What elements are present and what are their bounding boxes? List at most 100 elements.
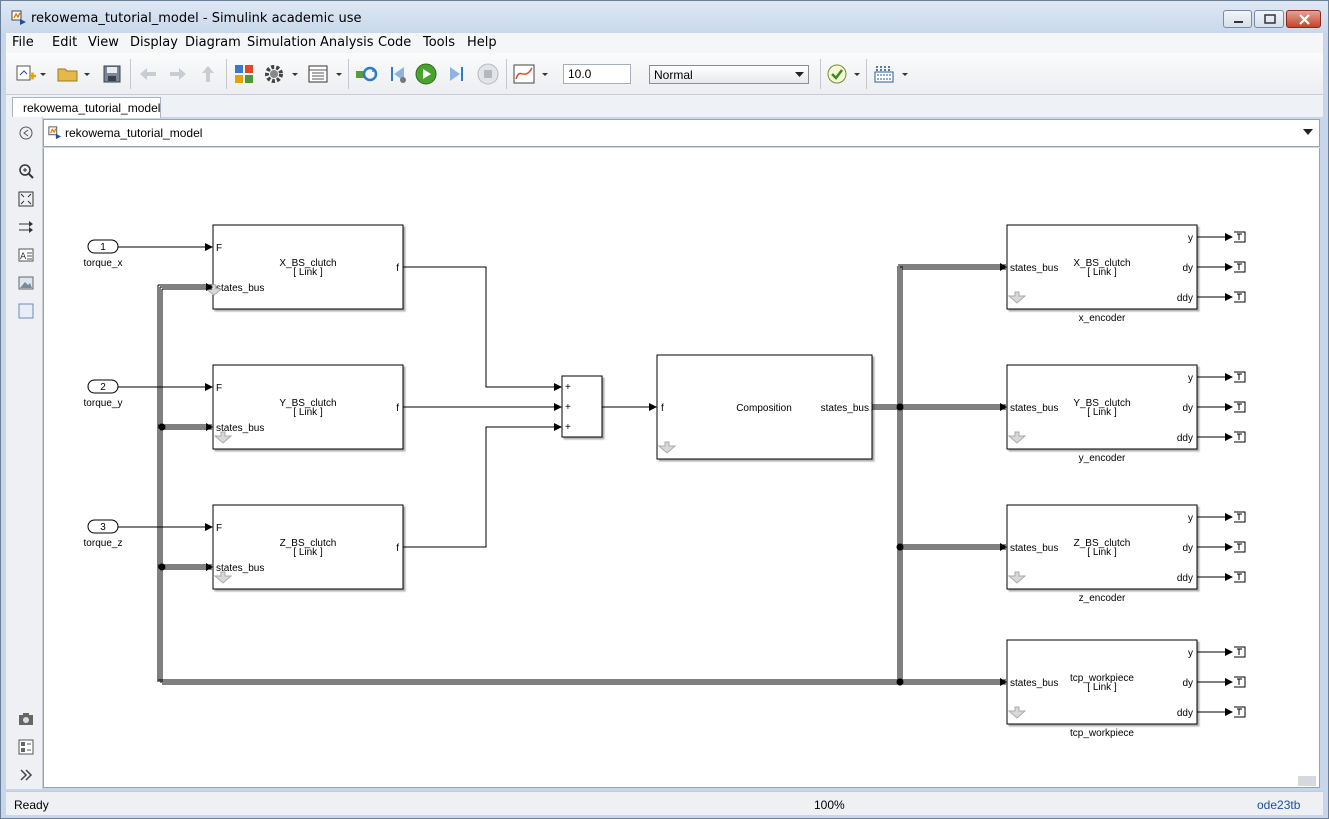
menu-code[interactable]: Code [378,35,412,50]
block-title: X_BS_clutch [1073,258,1130,269]
chevron-down-icon[interactable] [540,62,550,86]
inport-torque-y[interactable]: 2 torque_y [84,379,123,409]
hide-explorer-icon[interactable] [18,125,34,141]
chevron-down-icon[interactable] [38,62,48,86]
simulation-mode-select[interactable]: Normal [649,65,809,84]
area-icon[interactable] [18,303,34,319]
block-diagram[interactable]: 1 torque_x 2 torque_y 3 torque_z F state… [44,148,1321,788]
annotation-icon[interactable]: A [18,247,34,263]
block-sum[interactable]: + + + [561,375,603,438]
menu-view[interactable]: View [88,35,119,50]
sum-sign: + [565,382,571,393]
block-composition[interactable]: f states_bus Composition [656,354,873,460]
library-browser-icon[interactable] [232,62,256,86]
block-z-bs-clutch[interactable]: F states_bus f Z_BS_clutch [ Link ] [212,504,404,590]
menu-file[interactable]: File [12,35,34,50]
tab-rekowema-tutorial-model[interactable]: rekowema_tutorial_model [12,97,161,118]
gear-icon[interactable] [262,62,286,86]
chevron-down-icon[interactable] [82,62,92,86]
model-advisor-check-icon[interactable] [825,62,849,86]
svg-text:A: A [20,252,27,262]
branch-points [158,403,904,686]
port-label: states_bus [1010,543,1058,554]
block-title: Y_BS_clutch [1073,398,1130,409]
back-arrow-icon[interactable] [136,62,160,86]
chevron-down-icon[interactable] [852,62,862,86]
inport-number: 1 [100,242,106,253]
inport-torque-x[interactable]: 1 torque_x [84,239,123,269]
menu-edit[interactable]: Edit [52,35,78,50]
block-link-label: [ Link ] [1087,267,1117,278]
minimize-icon [1234,21,1243,23]
link-badge-icon [657,441,677,454]
forward-arrow-icon[interactable] [166,62,190,86]
fit-to-view-icon[interactable] [18,191,34,207]
minimize-button[interactable] [1223,10,1252,28]
link-badge-icon [1007,571,1027,584]
close-button[interactable] [1286,10,1321,28]
signal-route-icon[interactable] [18,219,34,235]
menu-simulation[interactable]: Simulation [247,35,317,50]
port-label: dy [1182,263,1193,274]
step-forward-icon[interactable] [444,62,468,86]
close-icon [1299,14,1310,25]
port-label: F [216,243,222,254]
port-label: f [396,403,399,414]
port-label: ddy [1177,433,1193,444]
chevron-down-icon [795,72,804,77]
link-badge-icon [1007,291,1027,304]
inport-name: torque_z [84,538,123,549]
restore-icon [1264,14,1276,24]
new-model-icon[interactable] [14,62,38,86]
build-model-icon[interactable] [872,62,896,86]
menu-help[interactable]: Help [467,35,497,50]
menu-bar: File Edit View Display Diagram Simulatio… [6,33,1323,53]
run-icon[interactable] [414,62,438,86]
sum-sign: + [565,422,571,433]
block-x-bs-clutch[interactable]: F states_bus f X_BS_clutch [ Link ] [205,224,404,310]
block-link-label: [ Link ] [1087,407,1117,418]
diagram-canvas[interactable]: 1 torque_x 2 torque_y 3 torque_z F state… [43,148,1320,788]
stop-icon[interactable] [476,62,500,86]
block-name: z_encoder [1079,593,1126,604]
up-arrow-icon[interactable] [196,62,220,86]
chevron-down-icon[interactable] [1303,129,1313,136]
maximize-button[interactable] [1254,10,1284,28]
block-title: Y_BS_clutch [279,398,336,409]
camera-icon[interactable] [18,711,34,727]
save-icon[interactable] [100,62,124,86]
model-explorer-icon[interactable] [306,62,330,86]
inport-torque-z[interactable]: 3 torque_z [84,519,123,549]
image-icon[interactable] [18,275,34,291]
block-tcp-workpiece[interactable]: states_bus tcp_workpiece [ Link ] y dy d… [1006,639,1198,739]
stop-time-input[interactable]: 10.0 [563,64,631,84]
scope-icon[interactable] [512,62,536,86]
menu-diagram[interactable]: Diagram [185,35,241,50]
menu-analysis[interactable]: Analysis [320,35,374,50]
menu-display[interactable]: Display [130,35,178,50]
zoom-icon[interactable] [18,163,34,179]
block-y-bs-clutch[interactable]: F states_bus f Y_BS_clutch [ Link ] [212,364,404,450]
property-inspector-icon[interactable] [18,739,34,755]
update-diagram-icon[interactable] [354,62,378,86]
menu-tools[interactable]: Tools [423,35,456,50]
block-name: x_encoder [1079,313,1126,324]
chevron-down-icon[interactable] [334,62,344,86]
chevron-down-icon[interactable] [290,62,300,86]
window-title: rekowema_tutorial_model - Simulink acade… [31,11,362,26]
address-path[interactable]: rekowema_tutorial_model [65,126,203,140]
block-x-encoder[interactable]: states_bus X_BS_clutch [ Link ] y dy ddy… [1006,224,1198,324]
block-z-encoder[interactable]: states_bus Z_BS_clutch [ Link ] y dy ddy… [1006,504,1198,604]
step-back-icon[interactable] [386,62,410,86]
solver-link[interactable]: ode23tb [1257,798,1301,812]
open-folder-icon[interactable] [56,62,80,86]
model-browser-address-bar[interactable]: rekowema_tutorial_model [43,119,1320,147]
double-chevron-right-icon[interactable] [18,767,34,783]
bus-lines[interactable] [157,264,1006,685]
port-label: states_bus [821,403,869,414]
chevron-down-icon[interactable] [900,62,910,86]
signal-lines[interactable] [118,243,657,548]
zoom-level: 100% [814,798,845,812]
block-y-encoder[interactable]: states_bus Y_BS_clutch [ Link ] y dy ddy… [1006,364,1198,464]
terminators[interactable] [1197,231,1246,718]
